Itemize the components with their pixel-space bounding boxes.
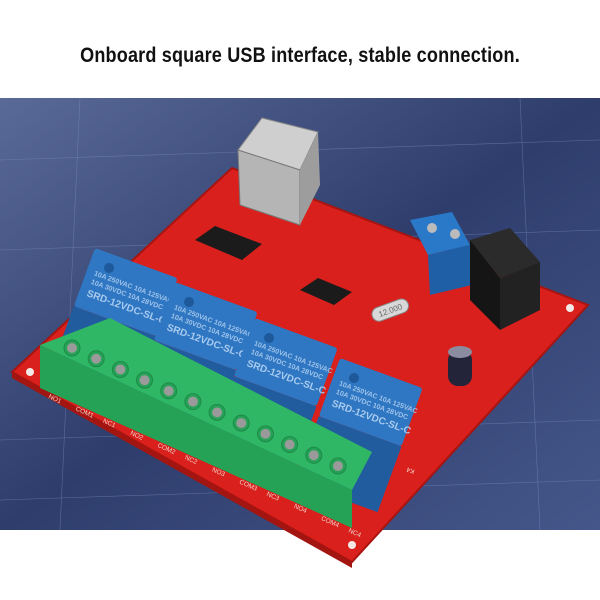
screw-head-icon [212, 407, 223, 418]
terminal-label: NC2 [184, 454, 199, 466]
mount-hole [566, 304, 574, 312]
pcb-board-edge [12, 372, 352, 568]
screw-head-icon [333, 461, 343, 471]
terminal-label: NO4 [293, 503, 308, 515]
terminal-label: NC3 [265, 491, 280, 503]
caption: Onboard square USB interface, stable con… [80, 44, 520, 67]
capacitor [448, 346, 472, 386]
relay-top [234, 318, 337, 406]
screw-head-icon [308, 450, 319, 461]
relay-top [154, 282, 257, 370]
terminal-label: NO2 [129, 430, 144, 442]
dc-jack [470, 228, 540, 330]
relay-label: K4 [405, 465, 415, 474]
relay-top [74, 248, 177, 336]
terminal-label: NC1 [102, 418, 117, 430]
relay-dimple [264, 332, 275, 343]
usb-b-port [237, 117, 320, 226]
ic-chip [195, 226, 262, 260]
mount-hole [26, 368, 34, 376]
terminal-label: NO1 [47, 393, 62, 405]
crystal: 12.000 [371, 298, 410, 322]
relay-dimple [104, 262, 115, 273]
screw-head-icon [163, 385, 174, 396]
screw-head-icon [260, 428, 271, 439]
relay-top [319, 358, 422, 446]
screw-head-icon [91, 353, 102, 364]
terminal-screws [63, 339, 347, 475]
terminal-label: NC4 [347, 527, 362, 539]
power-terminal [410, 212, 472, 295]
relay-dimple [184, 296, 195, 307]
screw-head-icon [187, 396, 198, 407]
screw-head-icon [236, 418, 247, 429]
screw-head-icon [115, 364, 126, 375]
mount-hole [348, 541, 356, 549]
relay-dimple [349, 372, 360, 383]
terminal-label: NO3 [211, 467, 226, 479]
screw-head-icon [67, 343, 77, 353]
ic-chip [300, 278, 352, 305]
screw-head-icon [284, 439, 295, 450]
screw-head-icon [139, 375, 150, 386]
